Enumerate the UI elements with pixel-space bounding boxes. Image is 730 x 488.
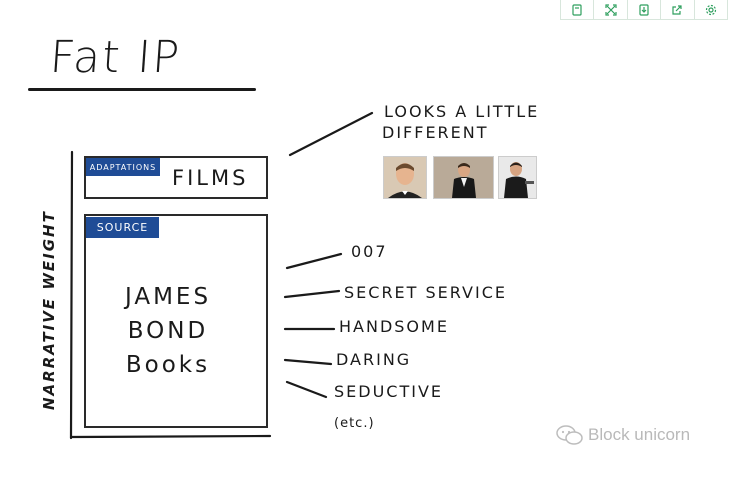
- title-underline: [28, 88, 256, 91]
- source-tag: SOURCE: [86, 217, 159, 238]
- source-line-2: BOND: [127, 318, 209, 344]
- page-title: Fat IP: [48, 32, 183, 83]
- y-axis-line: [69, 150, 74, 440]
- y-axis-label: NARRATIVE WEIGHT: [40, 210, 58, 410]
- films-label: FILMS: [172, 166, 249, 190]
- actor-photo-1: [383, 156, 427, 199]
- watermark-text: Block unicorn: [588, 425, 691, 444]
- trait-daring: DARING: [336, 350, 412, 369]
- wechat-logo-icon: [556, 425, 583, 445]
- trait-etc: (etc.): [334, 416, 375, 431]
- pointer-daring: [283, 358, 333, 366]
- watermark: Block unicorn: [556, 425, 690, 445]
- annotation-line-1: LOOKS A LITTLE: [384, 102, 540, 121]
- pointer-seductive: [285, 380, 328, 399]
- actor-photo-2: [433, 156, 494, 199]
- annotation-line-2: DIFFERENT: [382, 123, 489, 142]
- trait-007: 007: [351, 242, 388, 261]
- settings-icon[interactable]: [695, 0, 727, 19]
- source-box: [84, 214, 268, 428]
- pointer-secret-service: [283, 289, 341, 299]
- annotation-pointer: [288, 111, 374, 157]
- adaptations-tag: ADAPTATIONS: [86, 158, 160, 176]
- source-line-3: Books: [125, 352, 211, 378]
- actor-photo-3: [498, 156, 537, 199]
- share-icon[interactable]: [661, 0, 695, 19]
- x-axis-line: [69, 434, 272, 439]
- source-line-1: JAMES: [124, 284, 212, 310]
- download-icon[interactable]: [628, 0, 662, 19]
- fullscreen-icon[interactable]: [594, 0, 628, 19]
- trait-handsome: HANDSOME: [339, 317, 449, 336]
- toolbar: [560, 0, 728, 20]
- trait-secret-service: SECRET SERVICE: [344, 283, 507, 302]
- pointer-007: [285, 252, 343, 270]
- copy-icon[interactable]: [561, 0, 595, 19]
- trait-seductive: SEDUCTIVE: [334, 382, 444, 401]
